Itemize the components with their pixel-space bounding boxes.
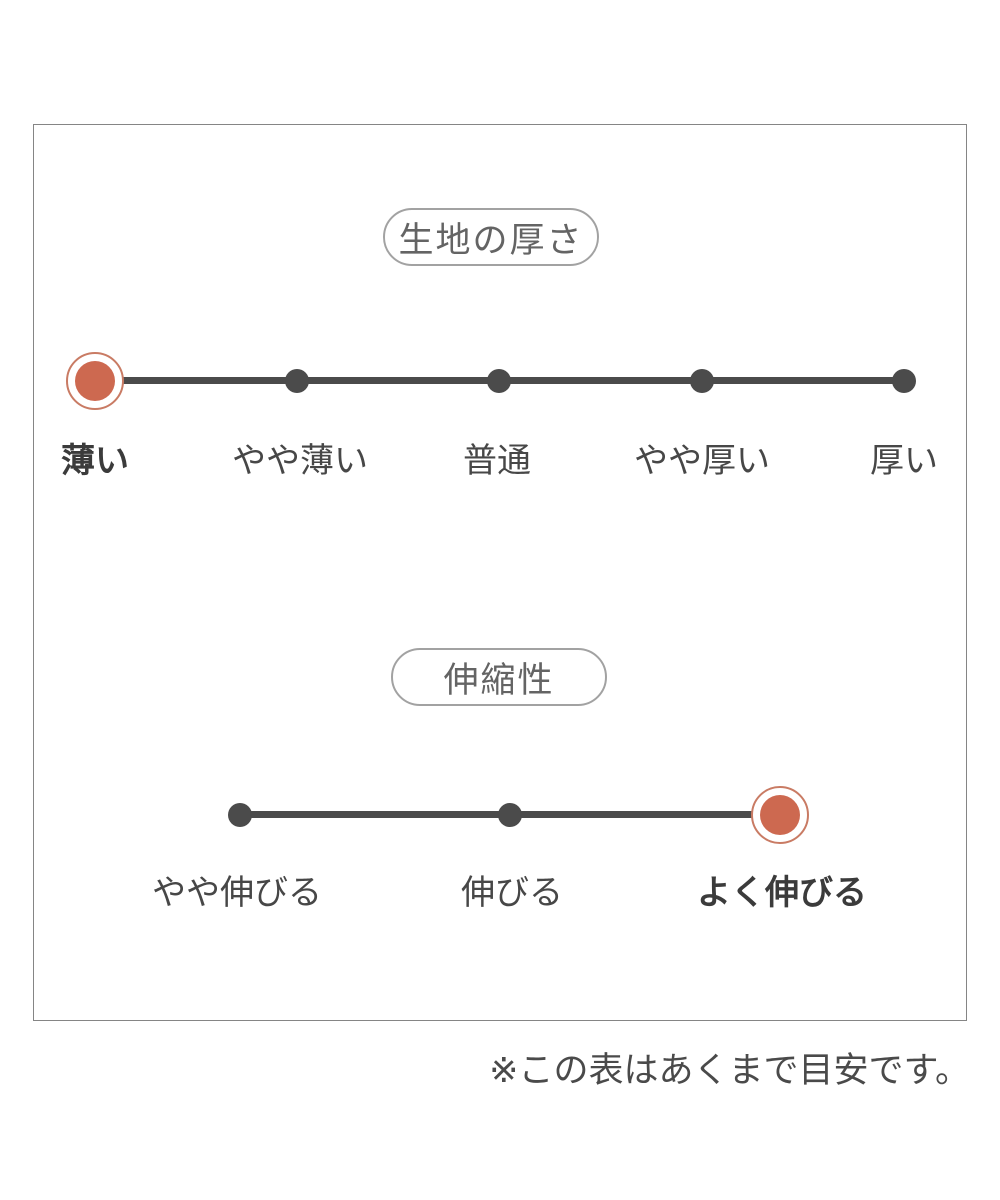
spec-panel-border — [33, 124, 967, 1021]
thickness-label-slightly-thin: やや薄い — [232, 441, 368, 481]
stretch-dot-1 — [228, 803, 252, 827]
thickness-dot-3 — [487, 369, 511, 393]
thickness-selected-dot — [75, 361, 115, 401]
thickness-title-badge: 生地の厚さ — [383, 208, 599, 266]
stretch-label-slight: やや伸びる — [152, 873, 322, 913]
thickness-selected-marker — [66, 352, 124, 410]
thickness-dot-4 — [690, 369, 714, 393]
stretch-title: 伸縮性 — [443, 660, 555, 701]
stretch-selected-marker — [751, 786, 809, 844]
thickness-dot-5 — [892, 369, 916, 393]
stretch-dot-2 — [498, 803, 522, 827]
stretch-title-badge: 伸縮性 — [391, 648, 607, 706]
thickness-dot-2 — [285, 369, 309, 393]
thickness-label-normal: 普通 — [463, 441, 531, 481]
stretch-label-stretch: 伸びる — [461, 873, 563, 913]
thickness-label-slightly-thick: やや厚い — [634, 441, 770, 481]
stretch-selected-dot — [760, 795, 800, 835]
thickness-title: 生地の厚さ — [398, 220, 584, 261]
thickness-label-thin: 薄い — [61, 441, 129, 481]
stretch-label-very-stretchy: よく伸びる — [697, 873, 867, 913]
thickness-label-thick: 厚い — [870, 441, 938, 481]
disclaimer-note: ※この表はあくまで目安です。 — [489, 1051, 970, 1091]
